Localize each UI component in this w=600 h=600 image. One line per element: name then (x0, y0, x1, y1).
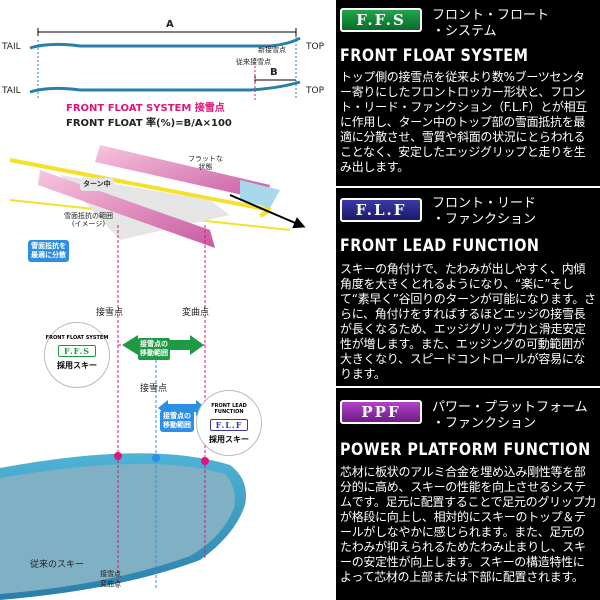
separator-2 (336, 386, 600, 388)
ffs-jp-title: フロント・フロート ・システム (432, 8, 550, 39)
ski-diagram (0, 28, 306, 600)
flf-mini-logo-icon: F.L.F (210, 419, 248, 431)
contact-legend: 接雪点 (100, 570, 121, 578)
dim-a-label: A (166, 19, 174, 30)
flat-state-label: フラットな 状態 (188, 155, 223, 171)
conventional-ski-label: 従来のスキー (30, 560, 85, 570)
ffs-circle-title: FRONT FLOAT SYSTEM (45, 335, 109, 341)
move-range-label-1: 接雪点の 移動範囲 (138, 338, 170, 360)
ffs-circle-label: 採用スキー (57, 361, 97, 370)
ffs-en-title: FRONT FLOAT SYSTEM (340, 46, 529, 66)
top-label-1: TOP (306, 42, 325, 52)
flf-circle-label: 採用スキー (209, 435, 249, 444)
top-label-2: TOP (306, 86, 325, 96)
flf-jp-title: フロント・リード ・ファンクション (432, 196, 537, 227)
diagram-panel: A B TAIL TOP TAIL TOP 新接雪点 従来接雪点 FRONT F… (0, 19, 325, 600)
flex-legend: 変曲点 (100, 580, 121, 588)
ffs-adopted-circle: FRONT FLOAT SYSTEM F.F.S 採用スキー (44, 322, 110, 388)
separator-1 (336, 186, 600, 188)
flf-adopted-circle: FRONT LEAD FUNCTION F.L.F 採用スキー (196, 390, 262, 456)
flf-body: スキーの角付けで、たわみが出しやすく、内傾角度を大きくとれるようになり、“楽に”… (340, 262, 596, 381)
ffs-badge-icon: F.F.S (340, 8, 422, 32)
move-range-label-2: 接雪点の 移動範囲 (160, 410, 194, 432)
ppf-jp-title: パワー・プラットフォーム ・ファンクション (432, 400, 588, 431)
contact-point-label-1: 接雪点 (96, 308, 124, 318)
old-contact-label: 従来接雪点 (236, 58, 271, 66)
ppf-body: 芯材に板状のアルミ合金を埋め込み剛性等を部分的に高め、スキーの性能を向上させるシ… (340, 465, 596, 584)
contact-point-label-2: 接雪点 (140, 384, 168, 394)
ffs-mini-logo-icon: F.F.S (58, 345, 96, 357)
flf-circle-title: FRONT LEAD FUNCTION (211, 403, 247, 415)
ffs-formula: FRONT FLOAT 率(%)=B/A×100 (66, 118, 232, 129)
ppf-badge-icon: PPF (340, 400, 422, 424)
flf-badge-icon: F.L.F (340, 198, 422, 222)
ski-profile-2 (29, 80, 301, 94)
tail-label-1: TAIL (2, 42, 21, 52)
ski-profile-1 (29, 36, 301, 50)
feature-panel: F.F.S フロント・フロート ・システム FRONT FLOAT SYSTEM… (336, 0, 600, 600)
new-contact-label: 新接雪点 (258, 46, 286, 54)
flex-point-label: 変曲点 (182, 308, 210, 318)
pressure-range-label: 雪面抵抗の範囲 (イメージ) (64, 212, 113, 228)
dim-b-label: B (270, 67, 278, 78)
flf-en-title: FRONT LEAD FUNCTION (340, 236, 540, 256)
tail-label-2: TAIL (2, 86, 21, 96)
ppf-en-title: POWER PLATFORM FUNCTION (340, 440, 591, 460)
turning-label: ターン中 (80, 178, 114, 191)
ffs-body: トップ側の接雪点を従来より数%ブーツセンター寄りにしたフロントロッカー形状と、フ… (340, 70, 587, 174)
ffs-point-title: FRONT FLOAT SYSTEM 接雪点 (66, 103, 225, 114)
disperse-box: 雪面抵抗を 最適に分散 (28, 240, 69, 262)
